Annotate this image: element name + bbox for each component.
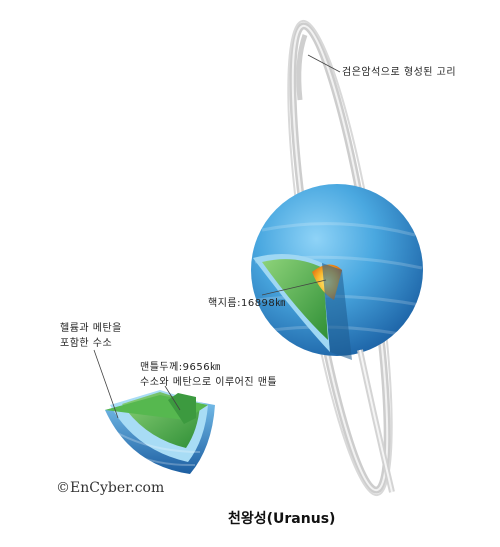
planet-uranus <box>251 184 423 360</box>
label-core-diameter: 핵지름:16898㎞ <box>208 298 286 309</box>
leader-lines <box>93 54 341 419</box>
copyright-text: ©EnCyber.com <box>56 480 165 496</box>
label-atmosphere-1: 헬륨과 메탄을 <box>60 323 122 334</box>
cross-section-model <box>105 390 215 474</box>
diagram-title: 천왕성(Uranus) <box>228 511 336 527</box>
label-mantle-1: 맨틀두께:9656㎞ <box>140 362 221 373</box>
label-mantle-2: 수소와 메탄으로 이루어진 맨틀 <box>140 377 278 388</box>
label-atmosphere-2: 포함한 수소 <box>60 338 113 349</box>
label-rings: 검은암석으로 형성된 고리 <box>342 67 457 78</box>
cutaway-mantle <box>262 259 328 340</box>
